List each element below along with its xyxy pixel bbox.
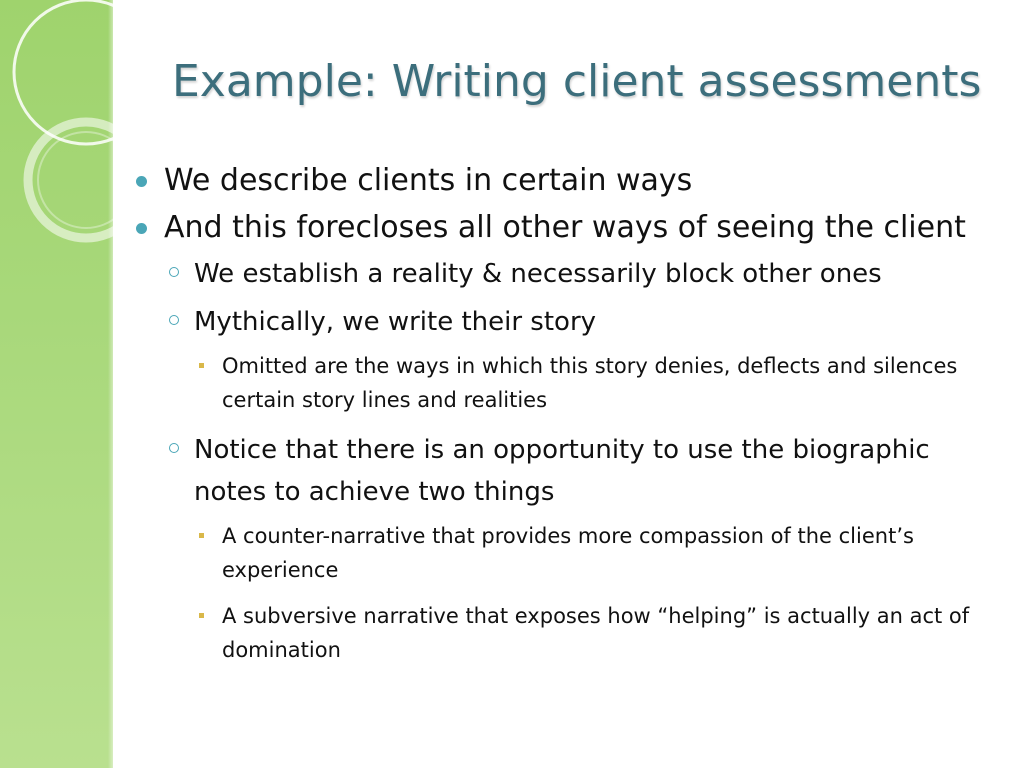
bullet-ring-icon — [169, 267, 179, 277]
bullet-text: Notice that there is an opportunity to u… — [194, 435, 930, 507]
bullet-ring-icon — [169, 443, 179, 453]
bullet-text: Omitted are the ways in which this story… — [222, 354, 958, 412]
bullet-text: We establish a reality & necessarily blo… — [194, 259, 882, 289]
bullet-level2: Notice that there is an opportunity to u… — [136, 429, 996, 513]
bullet-list: We describe clients in certain ways And … — [136, 160, 996, 675]
bullet-level3: Omitted are the ways in which this story… — [136, 349, 996, 417]
side-band-edge — [108, 0, 114, 768]
bullet-text: And this forecloses all other ways of se… — [164, 210, 966, 245]
bullet-square-icon — [199, 533, 204, 538]
bullet-level3: A subversive narrative that exposes how … — [136, 599, 996, 667]
bullet-dot-icon — [136, 223, 147, 234]
slide-title: Example: Writing client assessments — [172, 56, 982, 107]
bullet-level1: We describe clients in certain ways — [136, 160, 996, 202]
bullet-ring-icon — [169, 315, 179, 325]
bullet-level1: And this forecloses all other ways of se… — [136, 207, 996, 249]
bullet-level2: Mythically, we write their story — [136, 301, 996, 343]
bullet-level3: A counter-narrative that provides more c… — [136, 519, 996, 587]
bullet-text: A subversive narrative that exposes how … — [222, 604, 970, 662]
bullet-square-icon — [199, 613, 204, 618]
bullet-text: A counter-narrative that provides more c… — [222, 524, 914, 582]
bullet-text: Mythically, we write their story — [194, 307, 597, 337]
side-band-decoration — [0, 0, 113, 768]
bullet-square-icon — [199, 363, 204, 368]
bullet-dot-icon — [136, 176, 147, 187]
bullet-text: We describe clients in certain ways — [164, 163, 693, 198]
bullet-level2: We establish a reality & necessarily blo… — [136, 253, 996, 295]
